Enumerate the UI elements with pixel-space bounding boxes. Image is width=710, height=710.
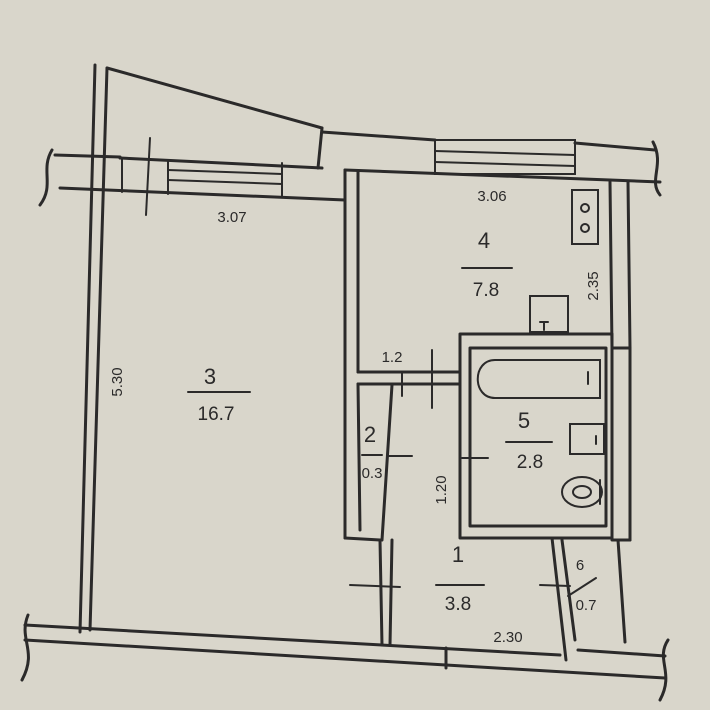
walls bbox=[20, 63, 670, 702]
room-6-area: 0.7 bbox=[576, 597, 597, 614]
toilet-icon bbox=[561, 476, 603, 508]
room-2-number: 2 bbox=[364, 422, 376, 447]
room-2-width-label: 1.2 bbox=[382, 349, 403, 366]
room-4-length-label: 2.35 bbox=[585, 271, 602, 300]
room-3-length-label: 5.30 bbox=[109, 367, 126, 396]
room-4-area: 7.8 bbox=[473, 280, 499, 301]
dimension-labels: 3.07 5.30 3.06 2.35 1.2 1.20 2.30 bbox=[109, 188, 602, 646]
room-6-number: 6 bbox=[576, 557, 584, 574]
room-3-width-label: 3.07 bbox=[217, 209, 246, 226]
room-5-area: 2.8 bbox=[517, 452, 543, 473]
corridor-width-label: 2.30 bbox=[493, 629, 522, 646]
stove-icon bbox=[571, 189, 599, 245]
fixtures bbox=[349, 189, 605, 588]
bathtub-icon bbox=[476, 359, 601, 399]
room-5-number: 5 bbox=[518, 408, 530, 433]
room-3-area: 16.7 bbox=[198, 404, 235, 425]
room-3-number: 3 bbox=[204, 364, 216, 389]
room-1-area: 3.8 bbox=[445, 594, 471, 615]
room-1-number: 1 bbox=[452, 542, 464, 567]
room-4-width-label: 3.06 bbox=[477, 188, 506, 205]
room-5-length-label: 1.20 bbox=[433, 475, 450, 504]
room-2-area: 0.3 bbox=[362, 465, 383, 482]
washbasin-icon bbox=[569, 423, 605, 455]
room-labels: 3 16.7 4 7.8 2 0.3 5 2.8 1 3.8 6 0.7 bbox=[187, 228, 597, 615]
kitchen-sink-icon bbox=[529, 295, 569, 333]
room-4-number: 4 bbox=[478, 228, 490, 253]
